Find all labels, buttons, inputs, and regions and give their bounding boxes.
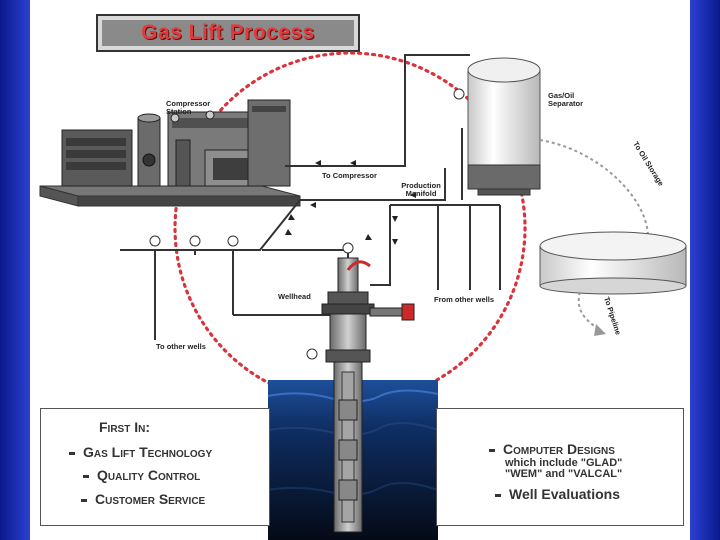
piping (120, 54, 501, 340)
first-in-item: Gas Lift Technology (69, 444, 212, 460)
pressure-gauges (149, 88, 465, 360)
first-in-item: Customer Service (81, 491, 205, 507)
flow-arrows (285, 160, 416, 245)
first-in-item: Quality Control (83, 467, 200, 483)
wellhead-assembly (321, 257, 415, 533)
bullet-icon (489, 448, 495, 452)
first-in-item-label: Customer Service (95, 491, 206, 507)
well-evaluations-item: Well Evaluations (495, 486, 620, 502)
computer-designs-item: Computer Designs (489, 441, 615, 457)
well-evaluations-label: Well Evaluations (509, 486, 620, 502)
label-compressor-station: Compressor Station (166, 99, 211, 116)
label-from-other-wells: From other wells (433, 295, 494, 304)
computer-designs-label: Computer Designs (503, 441, 615, 457)
bullet-icon (81, 498, 87, 502)
info-box-services: Computer Designs which include "GLAD" "W… (436, 408, 684, 526)
computer-designs-sub2: "WEM" and "VALCAL" (505, 468, 623, 480)
bullet-icon (83, 474, 89, 478)
gas-oil-separator (467, 57, 541, 196)
label-to-compressor: To Compressor (322, 171, 377, 180)
label-production-manifold: Production Manifold (401, 181, 441, 198)
first-in-heading: First In: (99, 419, 150, 435)
label-to-other-wells: To other wells (156, 342, 206, 351)
computer-designs-sub1: which include "GLAD" (505, 457, 623, 469)
label-wellhead: Wellhead (278, 292, 311, 301)
oil-storage-tank (539, 231, 687, 295)
first-in-item-label: Quality Control (97, 467, 201, 483)
info-box-first-in: First In: Gas Lift Technology Quality Co… (40, 408, 270, 526)
page-title: Gas Lift Process (141, 21, 315, 44)
label-gas-oil-separator: Gas/Oil Separator (548, 91, 584, 108)
compressor-station (39, 99, 301, 207)
title-box: Gas Lift Process (96, 14, 360, 52)
bullet-icon (495, 493, 501, 497)
bullet-icon (69, 451, 75, 455)
first-in-item-label: Gas Lift Technology (83, 444, 213, 460)
